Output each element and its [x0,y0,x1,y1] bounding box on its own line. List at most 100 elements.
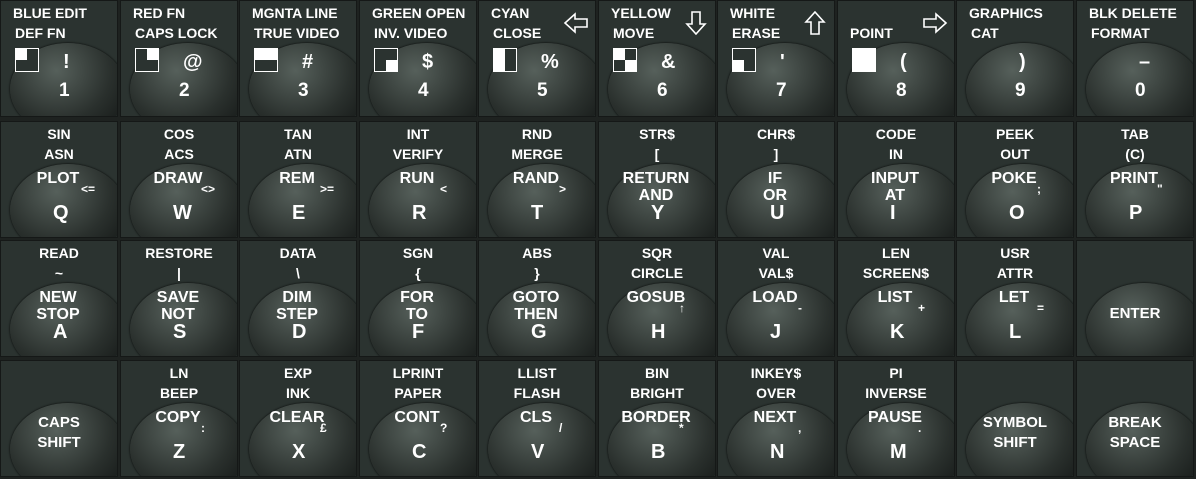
lower-legend: VAL$ [758,265,794,281]
upper-legend: SIN [47,126,71,142]
keyword-second: AND [638,187,674,204]
keycap[interactable] [847,164,954,237]
symbol-char: ! [63,51,70,73]
keycap[interactable] [1086,403,1193,476]
lower-legend: | [177,265,181,281]
keycap[interactable] [249,164,356,237]
keycap[interactable] [966,403,1073,476]
keycap[interactable] [130,403,237,476]
key-label: ENTER [1077,304,1193,324]
keycap[interactable] [608,283,715,356]
keycap[interactable] [966,283,1073,356]
keyword: DIM [282,289,312,306]
key-label-line2: SHIFT [993,434,1037,451]
upper-legend: YELLOW [611,5,671,21]
key-8[interactable]: POINT(8 [837,0,955,117]
keycap[interactable] [249,403,356,476]
keycap[interactable] [1086,283,1193,356]
key-letter: M [890,441,907,463]
lower-legend: SCREEN$ [862,265,930,281]
keyword: RETURN [622,170,690,187]
keycap[interactable] [727,403,834,476]
keycap[interactable] [1086,164,1193,237]
keycap[interactable] [130,283,237,356]
key-letter: O [1009,202,1025,224]
keycap[interactable] [608,403,715,476]
lower-legend: VERIFY [392,146,444,162]
up-arrow-icon [804,11,826,35]
keycap[interactable] [488,403,595,476]
keycap[interactable] [369,403,476,476]
keycap[interactable] [727,164,834,237]
keycap[interactable] [249,283,356,356]
keyword: FOR [400,289,434,306]
lower-legend: } [534,265,540,281]
key-enter[interactable]: ENTER [1076,240,1194,357]
keycap[interactable] [10,283,117,356]
keycap[interactable] [1086,43,1193,116]
keycap[interactable] [727,283,834,356]
keycap[interactable] [130,164,237,237]
keycap[interactable] [488,283,595,356]
key-letter: C [412,441,427,463]
keycap[interactable] [847,403,954,476]
keycap[interactable] [369,164,476,237]
symbol-shift-char: ? [440,421,448,435]
checker-icon [613,48,637,72]
keycap[interactable] [488,164,595,237]
lower-legend: ERASE [732,25,781,41]
keycap[interactable] [369,283,476,356]
key-p[interactable]: TAB(C)PRINT"P [1076,121,1194,238]
keycap[interactable] [10,164,117,237]
lower-legend: ~ [54,265,64,281]
upper-legend: ABS [522,245,552,261]
keycap[interactable] [847,283,954,356]
keycap[interactable] [608,164,715,237]
keyword: POKE [991,170,1037,187]
keycap[interactable] [966,164,1073,237]
keycap[interactable] [966,43,1073,116]
lower-legend: PAPER [394,385,442,401]
keycap[interactable] [10,403,117,476]
upper-legend: USR [1000,245,1030,261]
lower-legend: MERGE [511,146,563,162]
